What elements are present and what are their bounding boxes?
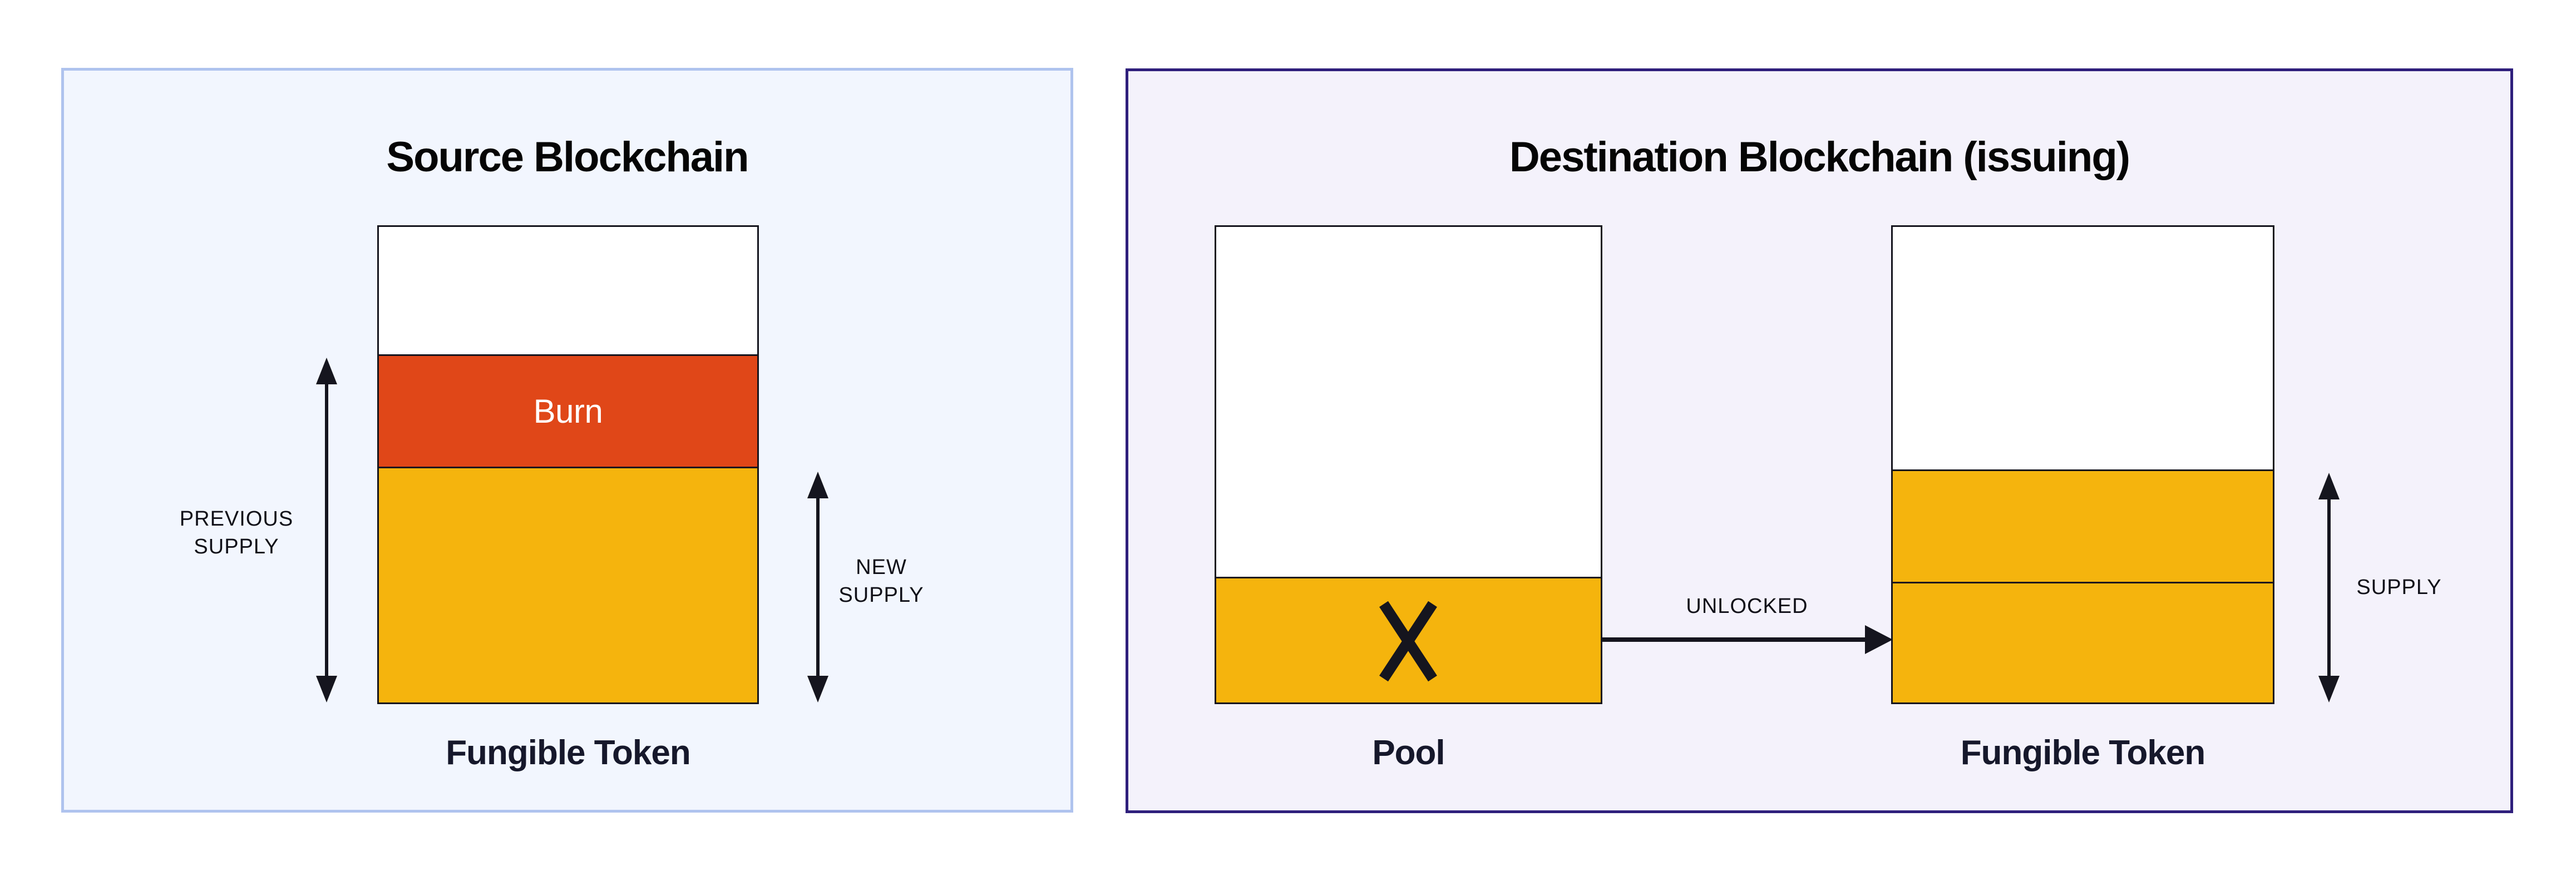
source-token-bar: Burn (377, 225, 759, 704)
supply-label: SUPPLY (2356, 576, 2442, 599)
destination-token-bar-label: Fungible Token (1960, 734, 2206, 772)
source-panel-title: Source Blockchain (386, 133, 749, 181)
new-supply-label-line1: NEW (856, 556, 907, 579)
destination-bar-empty-segment (1893, 227, 2273, 471)
arrow-down-head-icon (807, 676, 828, 702)
arrow-shaft (2327, 477, 2331, 698)
burn-segment-label: Burn (533, 393, 603, 430)
source-token-bar-label: Fungible Token (446, 734, 691, 772)
x-mark-icon (1379, 601, 1437, 682)
pool-bar-label: Pool (1372, 734, 1445, 772)
previous-supply-label-line2: SUPPLY (194, 535, 279, 558)
arrow-shaft (816, 476, 820, 698)
source-bar-supply-segment (379, 468, 757, 702)
source-bar-burn-segment: Burn (379, 356, 757, 468)
arrow-down-head-icon (316, 676, 337, 702)
pool-bar-empty-segment (1216, 227, 1601, 578)
arrow-down-head-icon (2318, 676, 2340, 702)
arrow-right-head-icon (1865, 625, 1893, 654)
new-supply-label-line2: SUPPLY (838, 583, 924, 607)
previous-supply-label-line1: PREVIOUS (179, 507, 294, 531)
supply-arrow (2318, 473, 2340, 702)
destination-bar-minted-segment (1893, 471, 2273, 583)
arrow-shaft (325, 362, 328, 698)
unlocked-label: UNLOCKED (1686, 595, 1808, 618)
source-bar-empty-segment (379, 227, 757, 356)
destination-bar-unlocked-segment (1893, 583, 2273, 702)
previous-supply-label: PREVIOUS SUPPLY (114, 505, 359, 561)
unlocked-arrow (1601, 622, 1893, 657)
destination-token-bar (1891, 225, 2274, 704)
arrow-shaft (1601, 637, 1872, 642)
previous-supply-arrow (315, 358, 338, 702)
new-supply-arrow (807, 472, 829, 702)
new-supply-label: NEW SUPPLY (759, 553, 1004, 609)
destination-panel-title: Destination Blockchain (issuing) (1509, 133, 2130, 181)
